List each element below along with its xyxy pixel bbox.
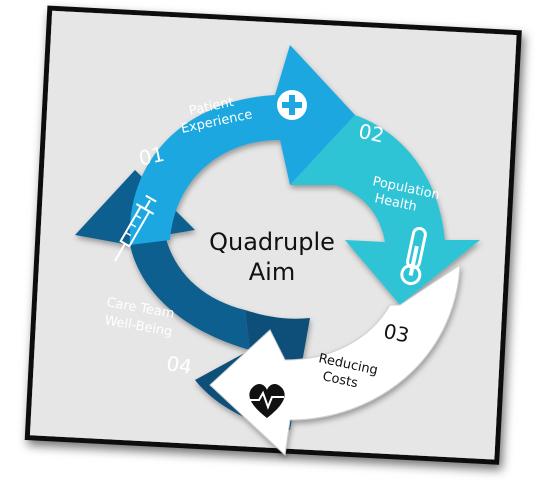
segment-04 bbox=[75, 170, 250, 350]
plus-icon bbox=[277, 90, 307, 120]
center-title-line2: Aim bbox=[249, 258, 295, 286]
step-02-number: 02 bbox=[357, 119, 387, 148]
step-01-number: 01 bbox=[137, 142, 167, 171]
center-title-line1: Quadruple bbox=[209, 228, 335, 256]
step-04-number: 04 bbox=[165, 351, 194, 379]
segment-02 bbox=[290, 115, 480, 305]
thermometer-icon bbox=[400, 226, 427, 286]
step-03-number: 03 bbox=[382, 319, 412, 348]
syringe-icon bbox=[114, 194, 157, 262]
step-03-label-line2: Costs bbox=[321, 369, 359, 391]
heart-pulse-icon bbox=[249, 383, 285, 418]
